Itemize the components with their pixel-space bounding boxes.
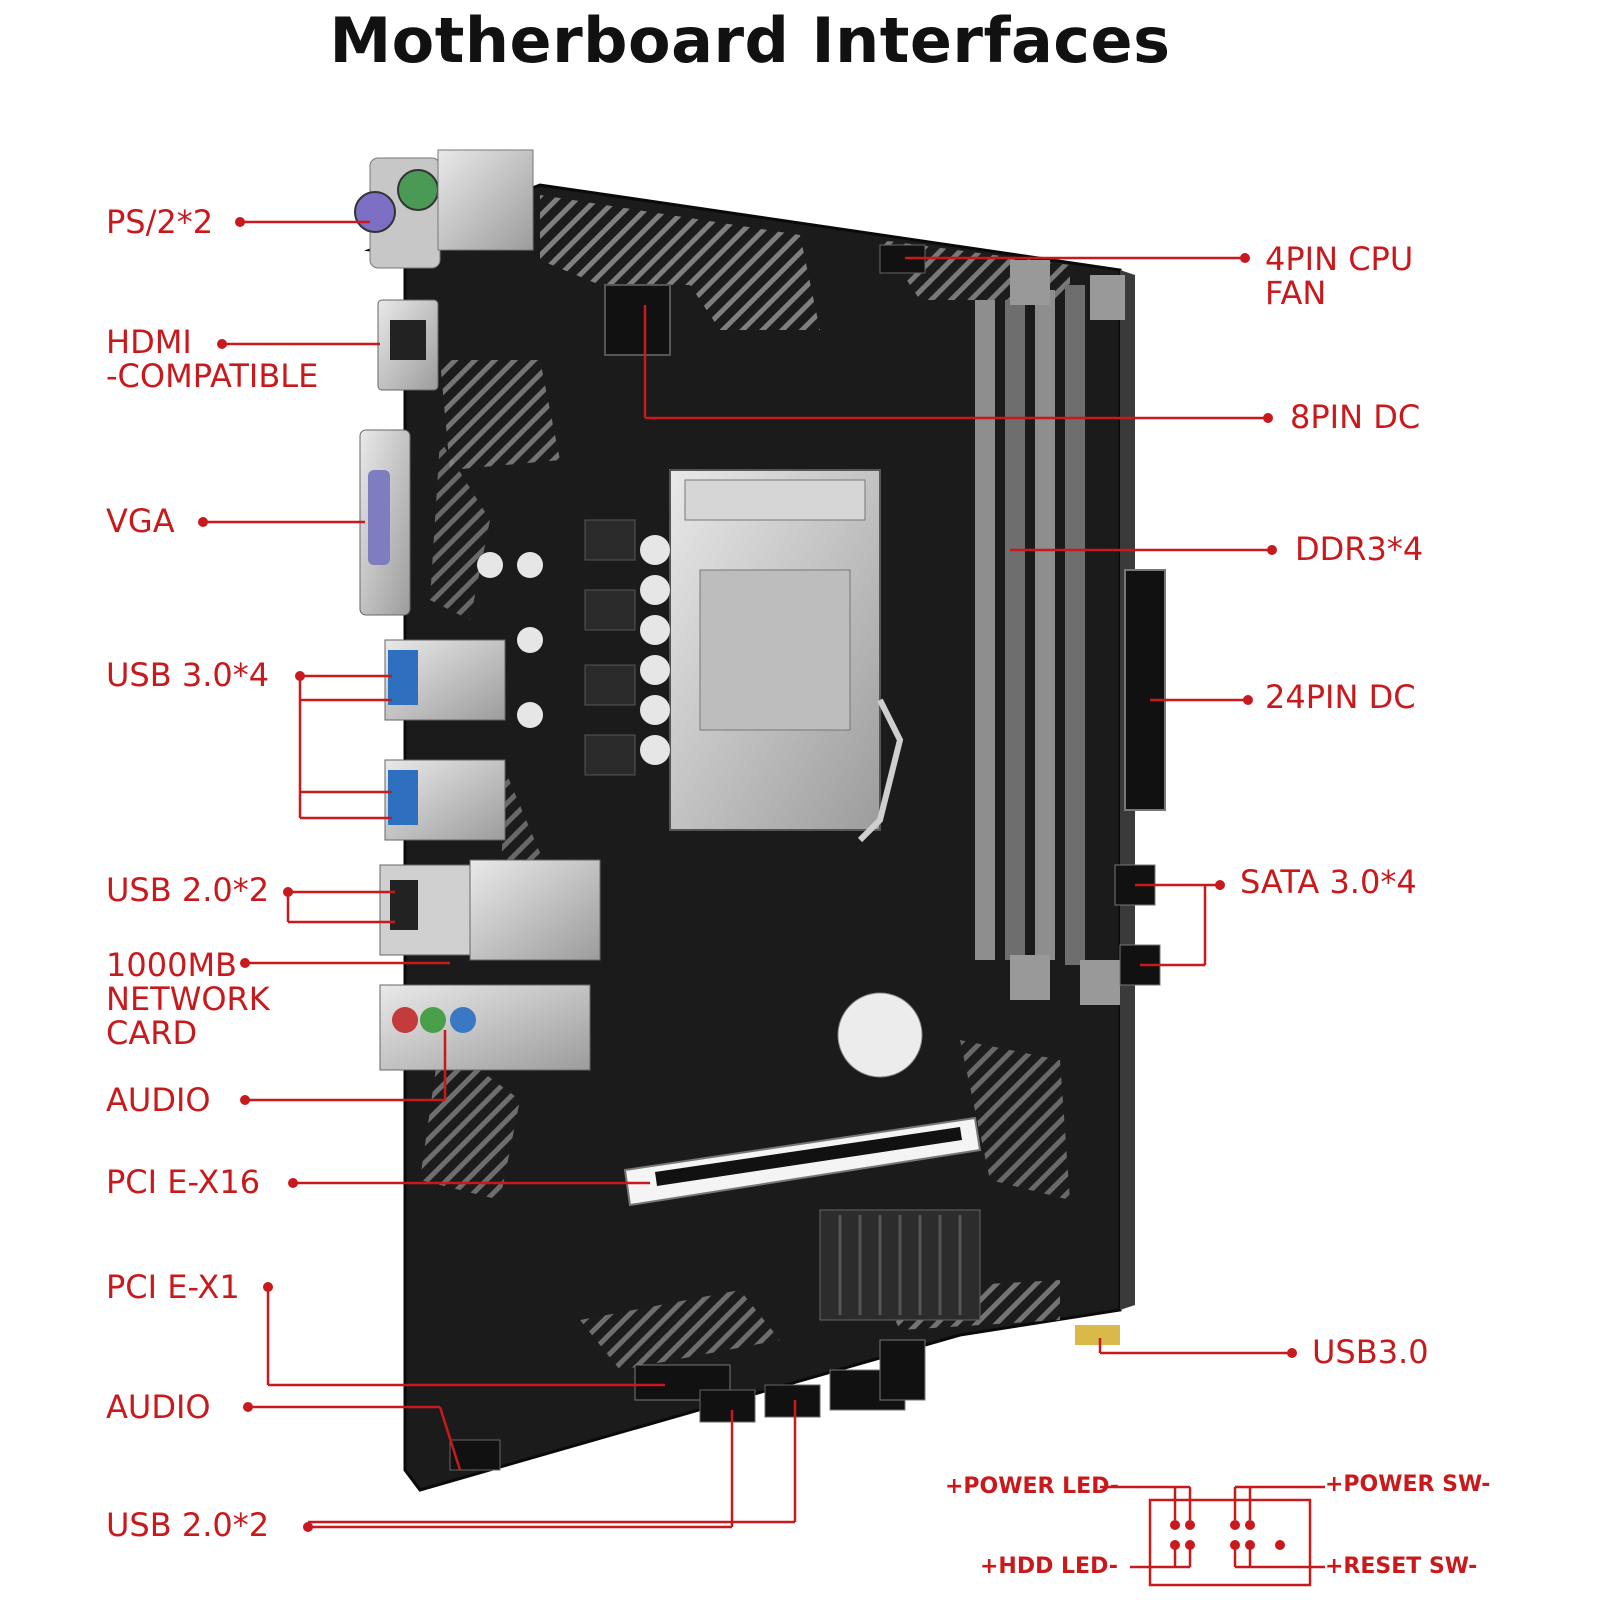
callout-dots <box>198 217 1297 1532</box>
usb20-header <box>699 1389 756 1423</box>
front-panel-diagram <box>1100 1485 1325 1587</box>
usb3-header <box>1075 1325 1120 1345</box>
label-usb20-rear: USB 2.0*2 <box>106 871 270 909</box>
label-pcie1: PCI E-X1 <box>106 1268 240 1306</box>
8pin-connector <box>604 284 671 356</box>
label-reset-sw: +RESET SW- <box>1325 1554 1478 1579</box>
label-audio-front: AUDIO <box>106 1388 211 1426</box>
ddr3-slots <box>975 260 1125 1005</box>
label-ddr3: DDR3*4 <box>1295 530 1424 568</box>
label-usb3-header: USB3.0 <box>1312 1333 1429 1371</box>
label-network: 1000MB NETWORK CARD <box>106 946 270 1052</box>
front-panel-pins <box>1170 1520 1285 1550</box>
pcie-x16-slot <box>623 1116 982 1207</box>
cpu-socket <box>669 469 904 843</box>
vrm <box>477 519 670 776</box>
24pin-connector <box>1124 569 1166 811</box>
label-pcie16: PCI E-X16 <box>106 1163 261 1201</box>
usb20-header <box>764 1384 821 1418</box>
label-audio-rear: AUDIO <box>106 1081 211 1119</box>
label-power-led: +POWER LED- <box>945 1474 1120 1499</box>
page-title: Motherboard Interfaces <box>329 4 1171 77</box>
label-24pin: 24PIN DC <box>1265 678 1416 716</box>
label-hdd-led: +HDD LED- <box>980 1554 1118 1579</box>
label-hdmi: HDMI -COMPATIBLE <box>106 323 319 395</box>
label-usb20-front: USB 2.0*2 <box>106 1506 270 1544</box>
label-cpu-fan: 4PIN CPU FAN <box>1265 240 1414 312</box>
label-ps2: PS/2*2 <box>106 203 214 241</box>
label-sata: SATA 3.0*4 <box>1240 863 1417 901</box>
label-8pin: 8PIN DC <box>1290 398 1421 436</box>
cmos-battery <box>837 992 923 1078</box>
callout-lines <box>203 220 1292 1529</box>
label-usb30: USB 3.0*4 <box>106 656 270 694</box>
sata-port-bottom <box>879 1339 926 1401</box>
label-power-sw: +POWER SW- <box>1325 1472 1491 1497</box>
label-vga: VGA <box>106 502 175 540</box>
